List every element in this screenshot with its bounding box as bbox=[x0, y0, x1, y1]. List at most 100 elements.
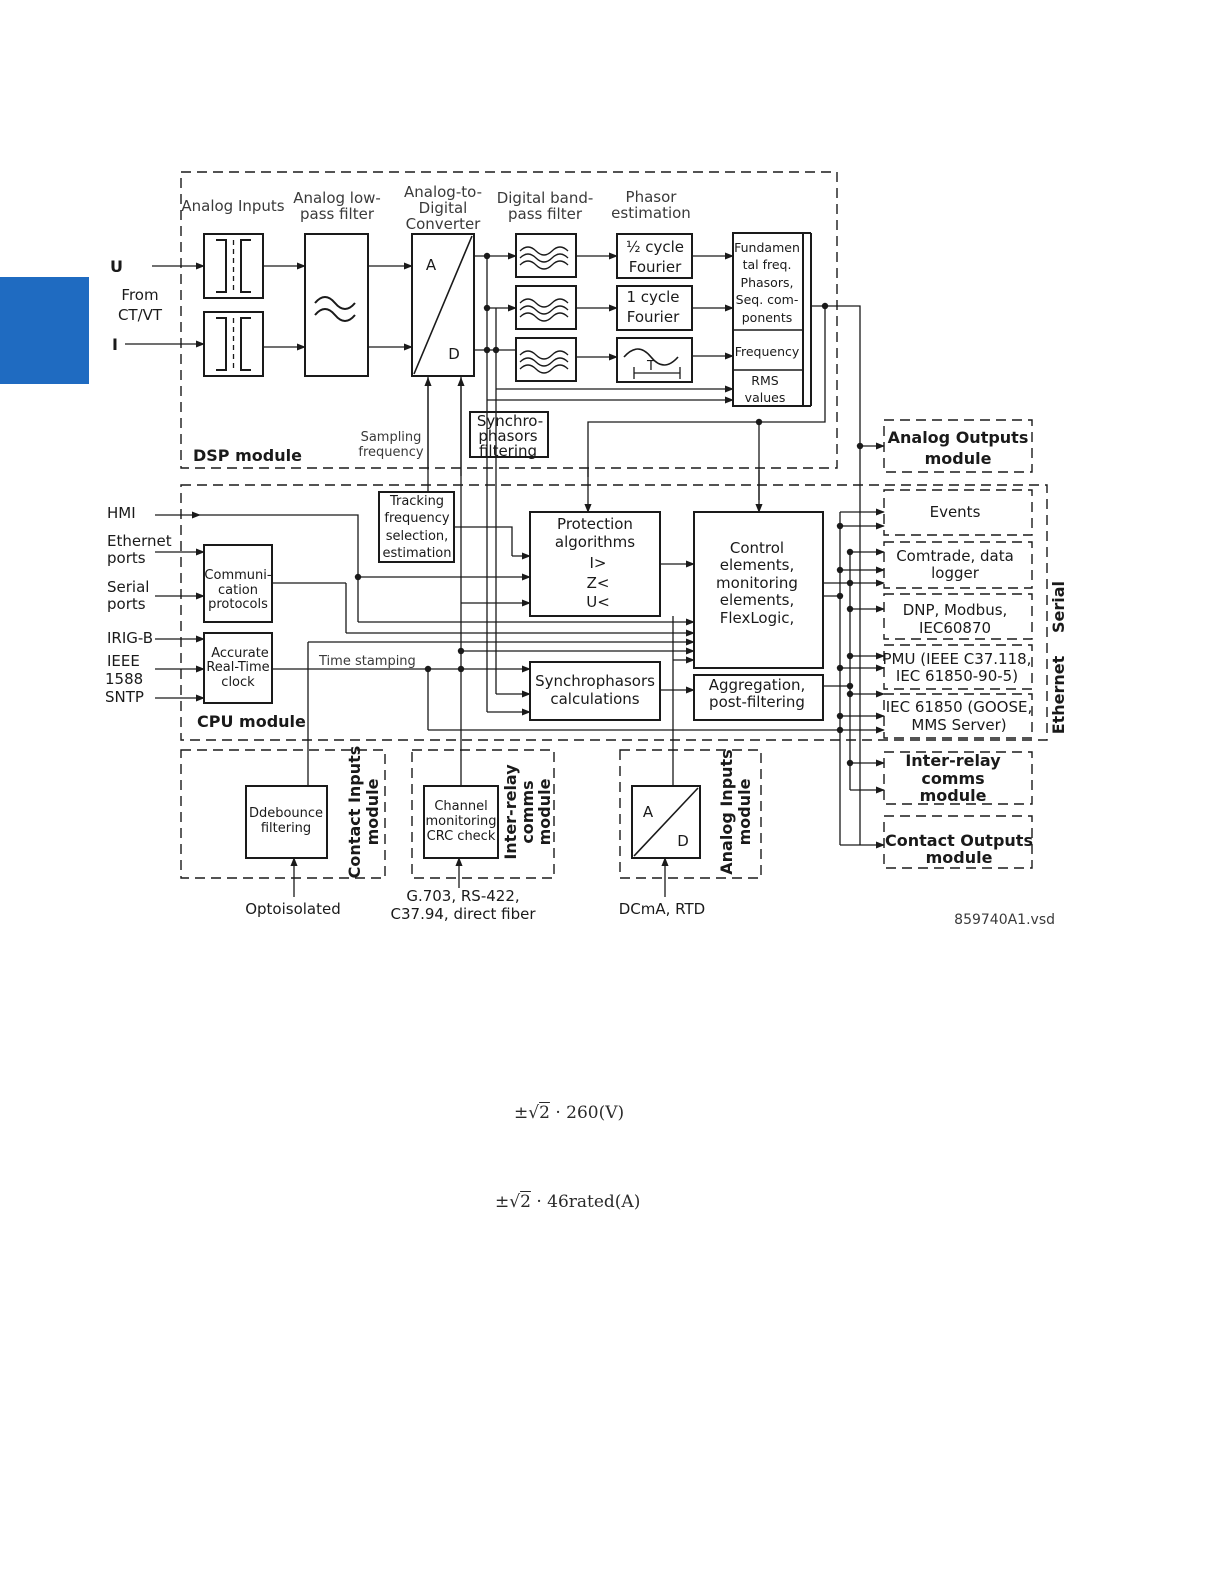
svg-text:cation: cation bbox=[218, 583, 258, 598]
svg-text:frequency: frequency bbox=[384, 511, 450, 526]
analog-in-adc-block: A D bbox=[631, 785, 701, 859]
svg-text:Accurate: Accurate bbox=[211, 646, 269, 661]
svg-text:Z<: Z< bbox=[587, 574, 610, 592]
bandpass-filter-1 bbox=[515, 233, 577, 278]
svg-text:T: T bbox=[646, 359, 655, 374]
period-estimation-block: T bbox=[616, 337, 693, 383]
interrelay-out-label-3: module bbox=[920, 786, 987, 805]
svg-text:Fourier: Fourier bbox=[629, 258, 682, 276]
events-frame bbox=[883, 489, 1033, 536]
analog-inputs-module-label-1: Analog Inputs bbox=[717, 749, 736, 874]
sampling-label-1: Sampling bbox=[361, 430, 422, 445]
ieee-1588-label: 1588 bbox=[105, 670, 143, 688]
ethernet-ports-label-1: Ethernet bbox=[107, 532, 172, 550]
one-cycle-fourier-block: 1 cycle Fourier bbox=[616, 285, 693, 331]
svg-text:RMS: RMS bbox=[751, 373, 778, 388]
adc-d-label: D bbox=[448, 345, 460, 363]
svg-text:Ddebounce: Ddebounce bbox=[249, 806, 323, 821]
serial-ports-label-2: ports bbox=[107, 595, 146, 613]
svg-text:1 cycle: 1 cycle bbox=[626, 288, 679, 306]
svg-text:FlexLogic,: FlexLogic, bbox=[720, 609, 795, 627]
ct-transformer-u bbox=[203, 233, 264, 299]
contact-outputs-label-2: module bbox=[926, 848, 993, 867]
synchrophasor-calc-block: Synchrophasors calculations bbox=[529, 661, 661, 721]
contact-inputs-label-1: Contact Inputs bbox=[345, 746, 364, 879]
time-stamping-label: Time stamping bbox=[318, 654, 416, 669]
svg-text:elements,: elements, bbox=[720, 556, 794, 574]
ethernet-ports-label-2: ports bbox=[107, 549, 146, 567]
interrelay-in-label-2: comms bbox=[518, 780, 537, 843]
synchrophasor-filter-block: Synchro- phasors filtering bbox=[469, 411, 549, 460]
bandpass-filter-3 bbox=[515, 337, 577, 382]
ethernet-label: Ethernet bbox=[1049, 655, 1068, 734]
svg-text:filtering: filtering bbox=[261, 821, 311, 836]
svg-text:Synchrophasors: Synchrophasors bbox=[535, 672, 655, 690]
input-u-label: U bbox=[110, 257, 123, 276]
inter-relay-in-frame bbox=[411, 749, 555, 879]
dsp-module-label: DSP module bbox=[193, 446, 302, 465]
ieee-label: IEEE bbox=[107, 652, 140, 670]
svg-text:protocols: protocols bbox=[208, 597, 268, 612]
current-range-formula: ±√2 · 46rated(A) bbox=[495, 1192, 641, 1212]
real-time-clock-block: Accurate Real-Time clock bbox=[203, 632, 273, 704]
from-label: From bbox=[121, 286, 158, 304]
analog-outputs-label-2: module bbox=[925, 449, 992, 468]
bandpass-label-1: Digital band- bbox=[497, 189, 594, 207]
svg-text:clock: clock bbox=[221, 675, 255, 690]
analog-inputs-module-label-2: module bbox=[735, 778, 754, 845]
inter-relay-out-frame bbox=[883, 751, 1033, 805]
svg-text:Aggregation,: Aggregation, bbox=[709, 676, 806, 694]
adc-label-1: Analog-to- bbox=[404, 183, 482, 201]
dcma-rtd-label: DCmA, RTD bbox=[619, 900, 705, 918]
g703-label-2: C37.94, direct fiber bbox=[391, 905, 537, 923]
contact-inputs-frame bbox=[180, 749, 386, 879]
svg-text:Frequency: Frequency bbox=[735, 344, 800, 359]
protection-algorithms-block: Protection algorithms I> Z< U< bbox=[529, 511, 661, 617]
svg-text:phasors: phasors bbox=[478, 427, 537, 445]
svg-text:selection,: selection, bbox=[386, 529, 449, 544]
svg-text:estimation: estimation bbox=[382, 546, 451, 561]
cpu-module-frame bbox=[180, 484, 1048, 741]
phasor-label-2: estimation bbox=[611, 204, 691, 222]
contact-outputs-label-1: Contact Outputs bbox=[885, 831, 1033, 850]
svg-text:tal freq.: tal freq. bbox=[743, 257, 792, 272]
svg-text:Channel: Channel bbox=[434, 799, 487, 814]
adc-label-3: Converter bbox=[406, 215, 482, 233]
comtrade-label-2: logger bbox=[931, 564, 980, 582]
svg-text:post-filtering: post-filtering bbox=[709, 693, 805, 711]
svg-text:D: D bbox=[677, 832, 689, 850]
bandpass-label-2: pass filter bbox=[508, 205, 583, 223]
dnp-frame bbox=[883, 593, 1033, 640]
ct-transformer-i bbox=[203, 311, 264, 377]
events-label: Events bbox=[930, 503, 981, 521]
dnp-label-2: IEC60870 bbox=[919, 619, 991, 637]
svg-text:monitoring: monitoring bbox=[426, 814, 497, 829]
half-cycle-fourier-block: ½ cycle Fourier bbox=[616, 233, 693, 279]
adc-block: A D bbox=[411, 233, 475, 377]
interrelay-in-label-1: Inter-relay bbox=[501, 764, 520, 860]
contact-inputs-label-2: module bbox=[363, 778, 382, 845]
analog-inputs-label: Analog Inputs bbox=[181, 197, 284, 215]
irig-b-label: IRIG-B bbox=[107, 629, 153, 647]
svg-text:ponents: ponents bbox=[742, 310, 793, 325]
svg-text:Phasors,: Phasors, bbox=[741, 275, 794, 290]
file-reference: 859740A1.vsd bbox=[954, 912, 1055, 928]
svg-text:Protection: Protection bbox=[557, 515, 633, 533]
pmu-label-2: IEC 61850-90-5) bbox=[896, 667, 1018, 685]
svg-text:½ cycle: ½ cycle bbox=[626, 238, 684, 256]
comtrade-label-1: Comtrade, data bbox=[896, 547, 1014, 565]
lowpass-label-2: pass filter bbox=[300, 205, 375, 223]
communication-protocols-block: Communi- cation protocols bbox=[203, 544, 273, 623]
svg-text:algorithms: algorithms bbox=[555, 533, 635, 551]
debounce-block: Ddebounce filtering bbox=[245, 785, 328, 859]
voltage-range-formula: ±√2 · 260(V) bbox=[514, 1103, 625, 1123]
bandpass-filter-2 bbox=[515, 285, 577, 330]
junction-dots bbox=[354, 252, 864, 767]
tracking-frequency-block: Tracking frequency selection, estimation bbox=[378, 491, 455, 563]
svg-text:Fundamen: Fundamen bbox=[734, 240, 800, 255]
dnp-label-1: DNP, Modbus, bbox=[903, 601, 1008, 619]
svg-text:U<: U< bbox=[586, 593, 610, 611]
phasor-output-block: Fundamen tal freq. Phasors, Seq. com- po… bbox=[732, 232, 812, 407]
iec61850-label-2: MMS Server) bbox=[911, 716, 1006, 734]
channel-monitoring-block: Channel monitoring CRC check bbox=[423, 785, 499, 859]
